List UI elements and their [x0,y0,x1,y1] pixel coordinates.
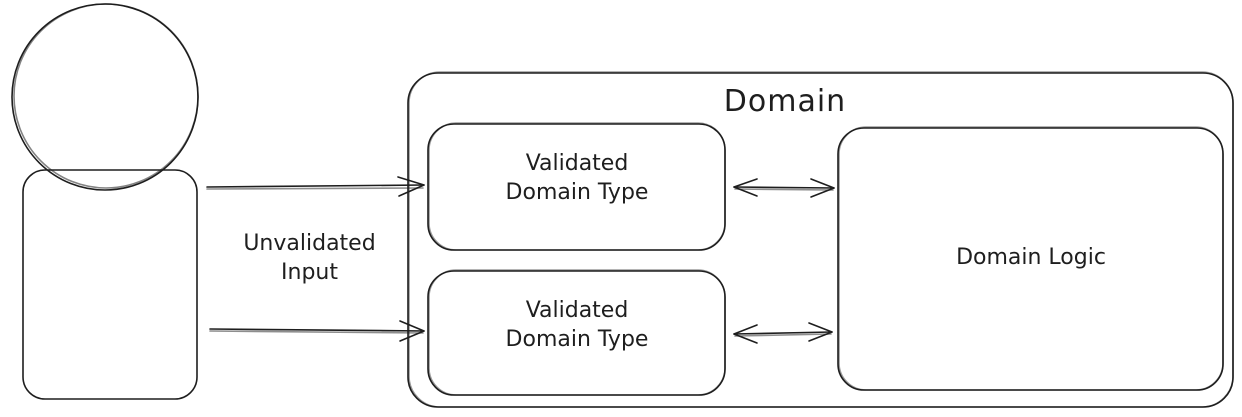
validated-domain-type-label-top: Validated Domain Type [505,151,649,205]
validated-type-box-bottom [427,269,726,396]
input-arrow-bottom [209,320,425,342]
validated-domain-type-label-bottom: Validated Domain Type [505,298,649,352]
input-arrow-top [206,176,425,197]
domain-logic-box [837,126,1224,391]
actor-figure [11,3,199,400]
domain-title: Domain [723,84,847,119]
domain-logic-label: Domain Logic [956,245,1106,270]
bidirectional-arrow-top [733,178,835,198]
domain-container [407,71,1234,408]
bidirectional-arrow-bottom [733,322,833,344]
actor-body [22,169,198,400]
actor-head-sketch [13,3,199,189]
unvalidated-input-label: Unvalidated Input [243,231,376,285]
validated-type-box-top [427,122,726,251]
